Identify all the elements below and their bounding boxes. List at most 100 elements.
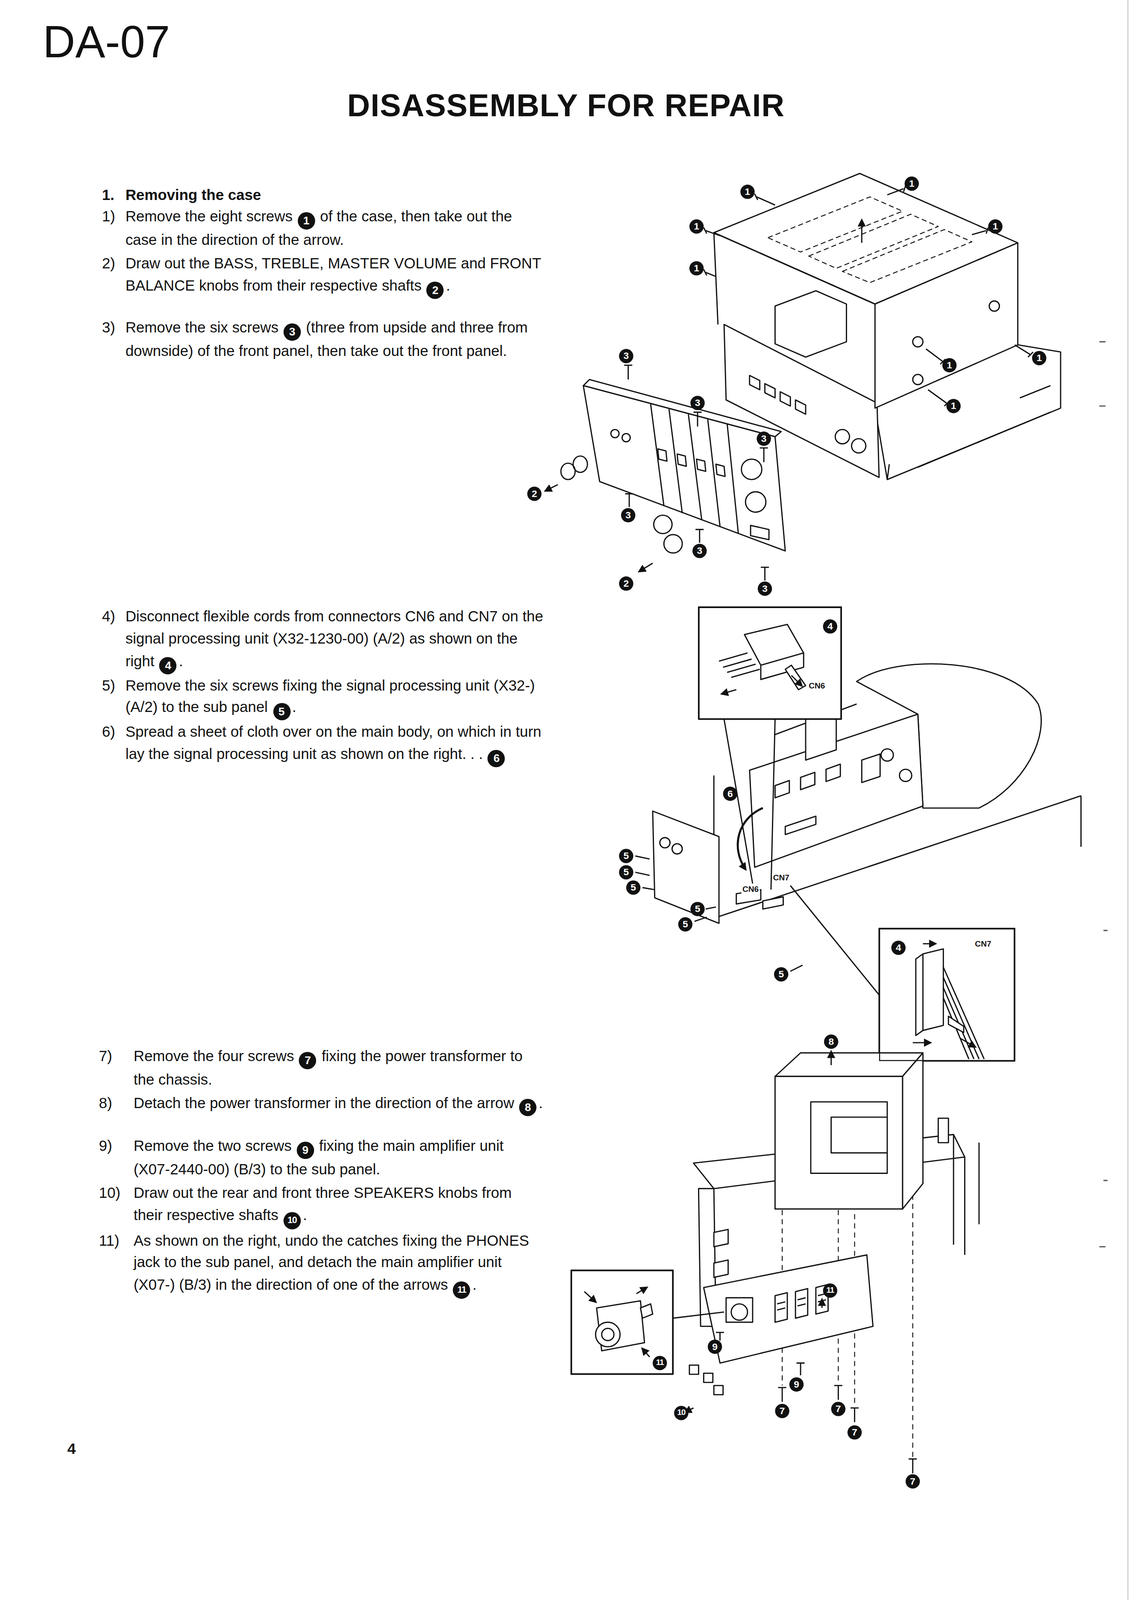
- screw: [693, 412, 702, 427]
- chassis-side: [953, 1134, 980, 1255]
- catch-arrow: [636, 1287, 647, 1294]
- inset-view: 4CN6: [698, 606, 842, 719]
- step-text: 1)Remove the eight screws1of the case, t…: [125, 205, 544, 252]
- callout-number: 8: [519, 1098, 537, 1116]
- callout-number: 11: [823, 1282, 838, 1297]
- step-text: 10)Draw out the rear and front three SPE…: [133, 1181, 544, 1229]
- inset-ground: [879, 928, 1015, 1061]
- leader-line: [673, 1311, 725, 1318]
- inset-view: 4CN7: [879, 928, 1015, 1061]
- callout-number: 7: [299, 1051, 317, 1069]
- front-panel: [583, 385, 786, 551]
- step-text-run: As shown on the right, undo the catches …: [133, 1231, 530, 1293]
- inner-knob: [835, 429, 850, 444]
- step-text: 9)Remove the two screws9fixing the main …: [133, 1134, 544, 1181]
- step-text-run: Detach the power transformer in the dire…: [133, 1093, 515, 1111]
- step-text-run: .: [302, 1205, 308, 1223]
- step-number: 7): [99, 1045, 113, 1068]
- step-text-run: .: [178, 652, 184, 669]
- board-knob: [881, 748, 894, 761]
- step-text-run: Remove the six screws fixing the signal …: [125, 676, 536, 716]
- screw: [760, 566, 769, 581]
- callout-number: 7: [831, 1401, 846, 1416]
- case-cover-flange: [713, 232, 875, 325]
- cover-panel: [768, 196, 972, 283]
- transformer-inside: [774, 290, 847, 357]
- edge-tick: [1103, 1179, 1108, 1181]
- panel-knob: [671, 843, 683, 854]
- step-number: 4): [102, 605, 116, 628]
- chassis-tab: [938, 1117, 949, 1143]
- screw: [635, 855, 803, 971]
- callout-number: 3: [618, 348, 634, 363]
- screw: [703, 269, 716, 277]
- screw: [971, 227, 989, 235]
- callout-number: 1: [740, 184, 755, 199]
- transformer-front: [774, 1076, 903, 1209]
- callout-number: 3: [757, 581, 772, 596]
- callout-number: 1: [904, 176, 919, 191]
- callout-number: 2: [527, 486, 542, 501]
- callout-number: 7: [774, 1403, 789, 1418]
- step-text: 4)Disconnect flexible cords from connect…: [125, 605, 544, 674]
- knob: [689, 1364, 724, 1394]
- callout-number: 3: [690, 395, 705, 410]
- inset-view: 11: [571, 1269, 674, 1374]
- connector-name: CN7: [973, 939, 993, 949]
- screw: [754, 193, 776, 206]
- lift-arrow: [861, 220, 863, 244]
- screw: [624, 365, 633, 380]
- screw: [928, 389, 950, 406]
- step-text-run: Draw out the rear and front three SPEAKE…: [133, 1183, 512, 1223]
- callout-number: 1: [1032, 350, 1047, 365]
- screw: [796, 1362, 805, 1376]
- edge-tick: [1099, 341, 1108, 1247]
- board-knob: [899, 768, 913, 782]
- callout-number: 9: [789, 1376, 804, 1391]
- step-text: 7)Remove the four screws7fixing the powe…: [133, 1045, 544, 1091]
- step-text-run: Disconnect flexible cords from connector…: [125, 607, 544, 669]
- screw: [790, 964, 803, 971]
- step-text-run: Draw out the BASS, TREBLE, MASTER VOLUME…: [125, 254, 542, 294]
- callout-number: 6: [487, 749, 506, 768]
- step-text-run: Remove the four screws: [133, 1047, 295, 1064]
- callout-number: 5: [272, 703, 291, 721]
- step-text: 3)Remove the six screws3(three from upsi…: [125, 316, 544, 363]
- callout-number: 3: [756, 431, 771, 446]
- screw: [694, 916, 707, 921]
- connector-latch: [785, 665, 806, 690]
- screw: [695, 529, 704, 543]
- jack: [726, 1297, 753, 1322]
- front-panel-badge: [750, 525, 769, 540]
- step-number: 1): [102, 205, 116, 229]
- knob-hole: [745, 491, 766, 513]
- step-text-run: Remove the eight screws: [125, 208, 293, 225]
- knob: [560, 455, 588, 480]
- inset-ground: [571, 1269, 674, 1374]
- step-text-run: .: [445, 276, 451, 294]
- step-text-run: .: [292, 698, 297, 716]
- edge-tick: [1099, 340, 1106, 343]
- jack-hole: [731, 1303, 748, 1320]
- step-text-run: Spread a sheet of cloth over on the main…: [125, 723, 542, 763]
- transformer-side: [902, 1052, 924, 1209]
- callout-number: 6: [723, 786, 738, 801]
- callout-number: 1: [689, 219, 704, 234]
- screw: [715, 1331, 917, 1473]
- callout-number: 4: [159, 656, 177, 675]
- callout-number: 1: [942, 357, 957, 373]
- page-edge: [1127, 0, 1129, 1599]
- jack-catch: [640, 1303, 653, 1318]
- screw: [908, 1458, 917, 1473]
- signal-unit-view: [635, 606, 1081, 1061]
- callout-number: 10: [674, 1405, 689, 1420]
- transformer-top: [774, 1052, 923, 1077]
- step-text: 11)As shown on the right, undo the catch…: [133, 1229, 544, 1299]
- callout-number: 5: [626, 879, 641, 895]
- callout-number: 8: [824, 1034, 839, 1049]
- detach-arrow: [821, 1299, 823, 1308]
- lift-arrow: [923, 942, 936, 945]
- callout-number: 5: [774, 966, 789, 981]
- step-text: 6)Spread a sheet of cloth over on the ma…: [125, 721, 544, 768]
- callout-number: 3: [692, 543, 707, 558]
